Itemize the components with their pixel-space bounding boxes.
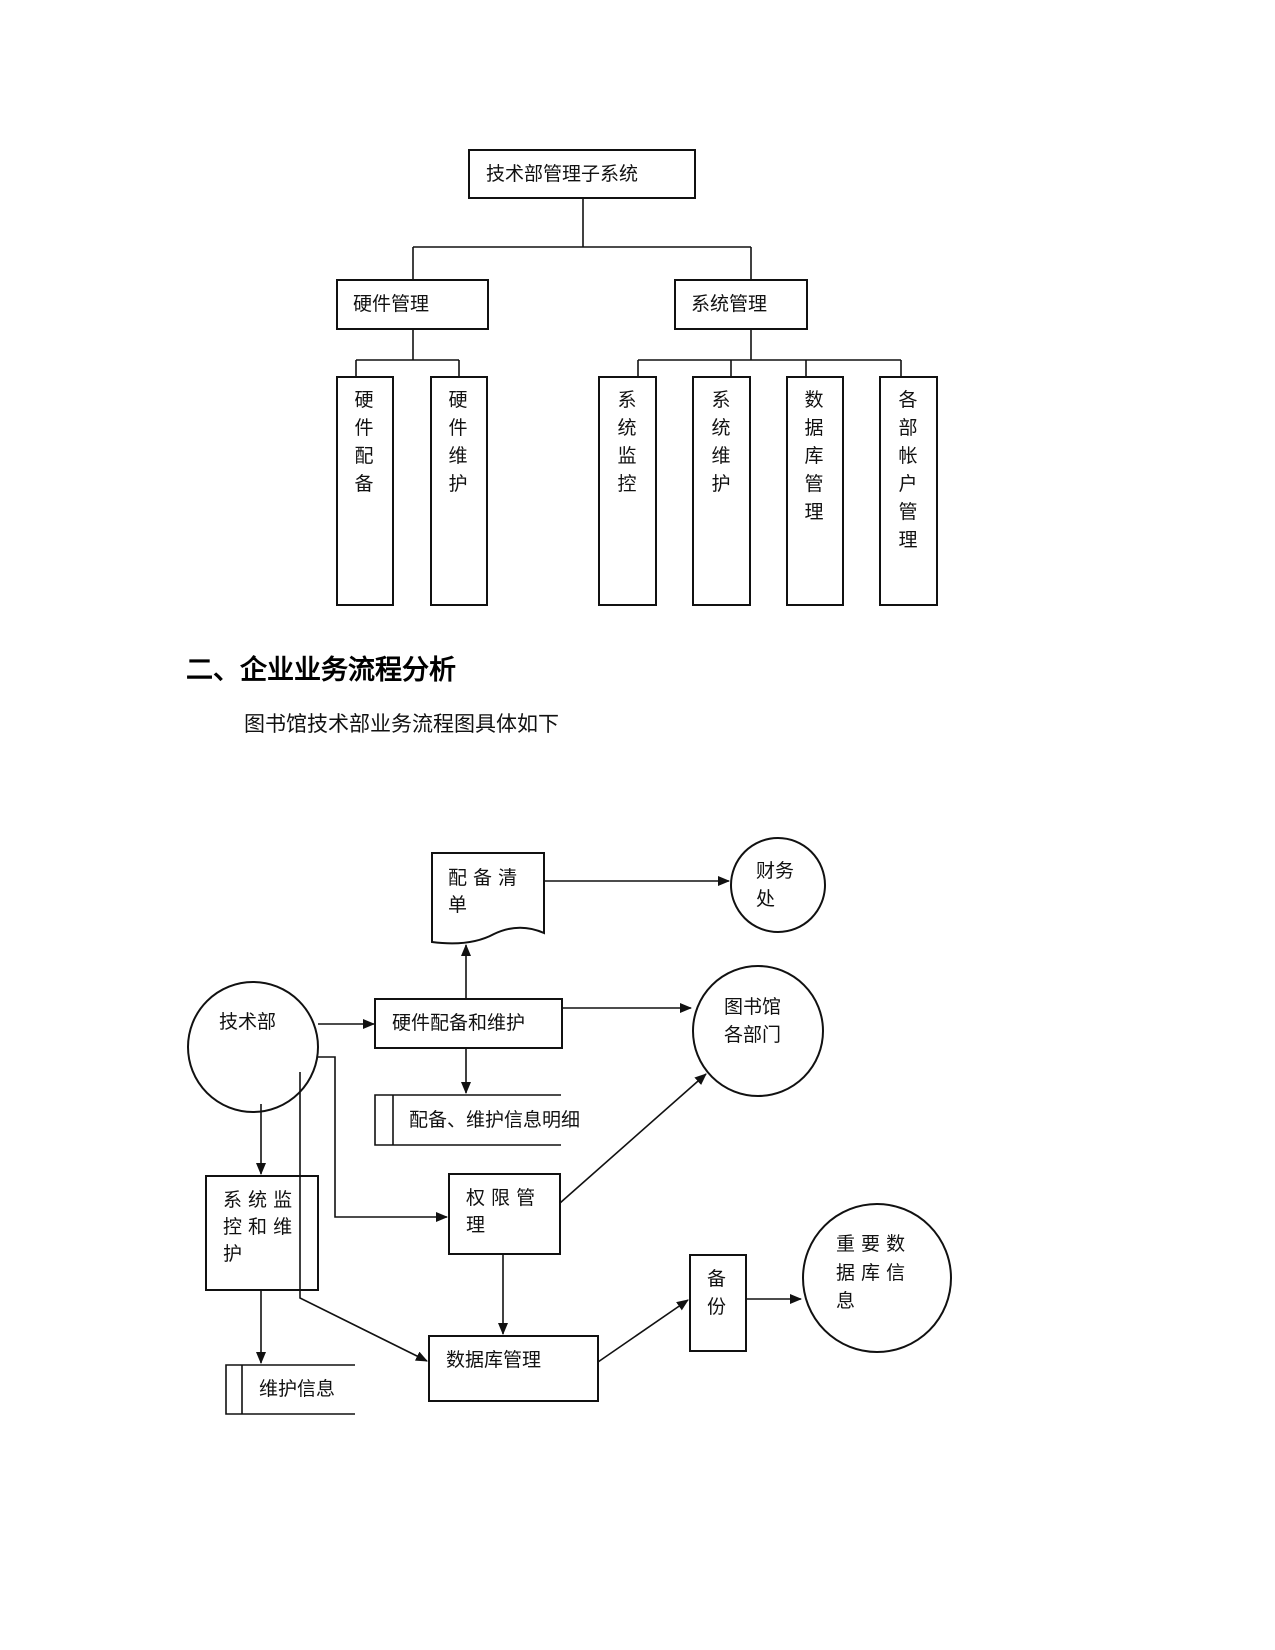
org-leaf-db-mgmt-label: 数据库管理 <box>804 389 823 523</box>
org-branch-system-box <box>674 279 808 330</box>
tech-dept-label: 技术部 <box>219 1011 276 1033</box>
library-depts-label-line2: 各部门 <box>724 1024 781 1046</box>
maint-info-datastore-shape <box>225 1364 355 1415</box>
equip-list-document-shape <box>431 852 545 945</box>
org-leaf-sys-monitor-box <box>598 376 657 606</box>
sys-monitor-label-line3: 护 <box>223 1243 242 1265</box>
hw-equip-maint-label: 硬件配备和维护 <box>392 1012 525 1034</box>
org-leaf-sys-monitor-label: 系统监控 <box>617 389 636 495</box>
org-leaf-sys-maint-box <box>692 376 751 606</box>
finance-label-line1: 财务 <box>756 860 794 882</box>
org-root-box <box>468 149 696 199</box>
equip-list-label-line1: 配 备 清 <box>448 867 517 889</box>
org-leaf-hw-maint-label: 硬件维护 <box>448 389 467 495</box>
org-leaf-hw-equip-box <box>336 376 394 606</box>
org-chart: 技术部管理子系统 硬件管理 系统管理 硬件配备 硬件维护 系统监控 系统维护 数… <box>336 149 938 606</box>
permission-label-line2: 理 <box>466 1214 485 1236</box>
org-root-label: 技术部管理子系统 <box>486 163 638 185</box>
library-depts-circle <box>692 965 824 1097</box>
section-intro: 图书馆技术部业务流程图具体如下 <box>244 712 559 736</box>
finance-circle <box>730 837 826 933</box>
org-leaf-db-mgmt-box <box>786 376 844 606</box>
permission-box <box>448 1173 561 1255</box>
flowchart: 配 备 清 单 财务 处 技术部 硬件配备和维护 图书馆 各部门 配备、维护信息… <box>187 837 952 1415</box>
sys-monitor-label-line1: 系 统 监 <box>223 1189 292 1211</box>
equip-list-label-line2: 单 <box>448 894 467 916</box>
finance-label-line2: 处 <box>756 888 775 910</box>
org-leaf-sys-maint-label: 系统维护 <box>711 389 730 495</box>
org-leaf-accounts-box <box>879 376 938 606</box>
org-leaf-accounts-label: 各部帐户管理 <box>898 389 917 551</box>
org-leaf-hw-equip-label: 硬件配备 <box>354 389 373 495</box>
maint-info-label: 维护信息 <box>259 1378 335 1400</box>
backup-label-line2: 份 <box>707 1296 726 1318</box>
important-db-circle <box>802 1203 952 1353</box>
backup-box <box>689 1254 747 1352</box>
db-management-label: 数据库管理 <box>446 1349 541 1371</box>
equip-details-datastore-shape <box>374 1094 561 1146</box>
flow-arrows <box>256 876 802 1364</box>
hw-equip-maint-box <box>374 998 563 1049</box>
tech-dept-circle <box>187 981 319 1113</box>
important-db-label-line1: 重 要 数 <box>836 1233 905 1255</box>
org-branch-hardware-label: 硬件管理 <box>353 293 429 315</box>
equip-details-label: 配备、维护信息明细 <box>409 1109 580 1131</box>
permission-label-line1: 权 限 管 <box>466 1187 535 1209</box>
backup-label-line1: 备 <box>707 1268 726 1290</box>
library-depts-label-line1: 图书馆 <box>724 996 781 1018</box>
org-leaf-hw-maint-box <box>430 376 488 606</box>
sys-monitor-label-line2: 控 和 维 <box>223 1216 292 1238</box>
org-branch-hardware-box <box>336 279 489 330</box>
section-heading: 二、企业业务流程分析 <box>186 655 456 686</box>
db-management-box <box>428 1335 599 1402</box>
important-db-label-line2: 据 库 信 <box>836 1262 905 1284</box>
important-db-label-line3: 息 <box>836 1290 855 1312</box>
org-branch-system-label: 系统管理 <box>691 293 767 315</box>
org-connectors <box>355 198 902 377</box>
